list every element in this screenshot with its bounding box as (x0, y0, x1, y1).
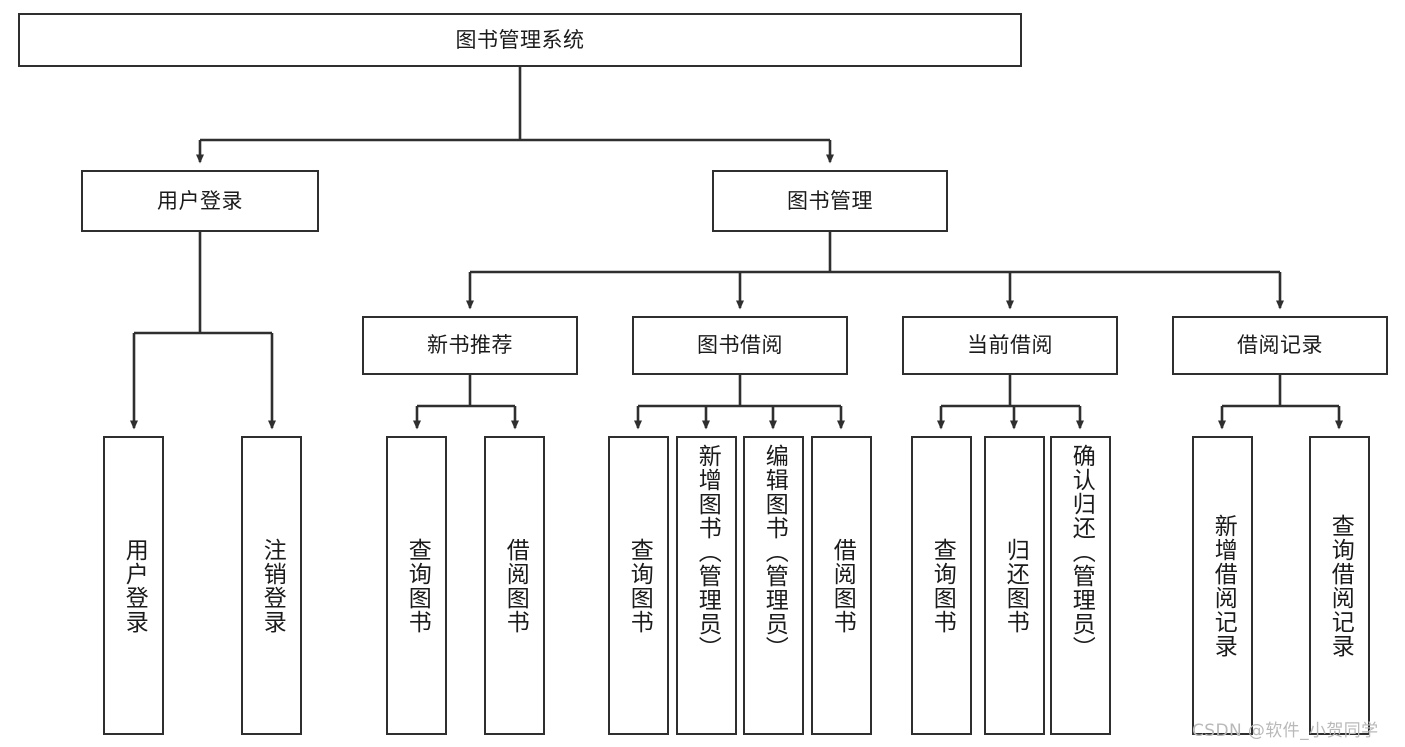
node-label: 当前借阅 (967, 333, 1053, 358)
node-label: 用户登录 (157, 188, 243, 213)
node-level3-borrow-records[interactable]: 借阅记录 (1172, 316, 1388, 375)
leaf-node[interactable]: 查询图书 (608, 436, 669, 735)
leaf-node[interactable]: 用户登录 (103, 436, 164, 735)
leaf-label: 借阅图书 (502, 537, 529, 634)
node-level2-book-management[interactable]: 图书管理 (712, 170, 948, 232)
node-level3-new-book-recommend[interactable]: 新书推荐 (362, 316, 578, 375)
leaf-node[interactable]: 新增图书（管理员） (676, 436, 737, 735)
leaf-label: 查询图书 (626, 537, 653, 634)
leaf-node[interactable]: 查询借阅记录 (1309, 436, 1370, 735)
node-root[interactable]: 图书管理系统 (18, 13, 1022, 67)
leaf-node[interactable]: 编辑图书（管理员） (743, 436, 804, 735)
node-level3-book-borrow[interactable]: 图书借阅 (632, 316, 848, 375)
leaf-node[interactable]: 查询图书 (911, 436, 972, 735)
leaf-node[interactable]: 注销登录 (241, 436, 302, 735)
leaf-node[interactable]: 借阅图书 (484, 436, 545, 735)
leaf-label: 归还图书 (1002, 537, 1029, 634)
node-level3-current-borrow[interactable]: 当前借阅 (902, 316, 1118, 375)
leaf-label: 查询图书 (929, 537, 956, 634)
node-level2-user-login[interactable]: 用户登录 (81, 170, 319, 232)
leaf-label: 借阅图书 (829, 537, 856, 634)
leaf-node[interactable]: 新增借阅记录 (1192, 436, 1253, 735)
node-root-label: 图书管理系统 (455, 27, 585, 52)
leaf-label: 新增图书（管理员） (694, 444, 721, 660)
leaf-label: 确认归还（管理员） (1068, 444, 1095, 660)
leaf-node[interactable]: 确认归还（管理员） (1050, 436, 1111, 735)
leaf-node[interactable]: 借阅图书 (811, 436, 872, 735)
node-label: 图书借阅 (697, 333, 783, 358)
node-label: 图书管理 (787, 188, 873, 213)
leaf-node[interactable]: 查询图书 (386, 436, 447, 735)
node-label: 新书推荐 (427, 333, 513, 358)
leaf-label: 注销登录 (259, 537, 286, 634)
leaf-node[interactable]: 归还图书 (984, 436, 1045, 735)
csdn-watermark: CSDN @软件_小贺同学 (1192, 721, 1379, 741)
node-label: 借阅记录 (1237, 333, 1323, 358)
leaf-label: 编辑图书（管理员） (761, 444, 788, 660)
leaf-label: 查询图书 (404, 537, 431, 634)
leaf-label: 新增借阅记录 (1210, 513, 1237, 658)
leaf-label: 用户登录 (121, 537, 148, 634)
leaf-label: 查询借阅记录 (1327, 513, 1354, 658)
